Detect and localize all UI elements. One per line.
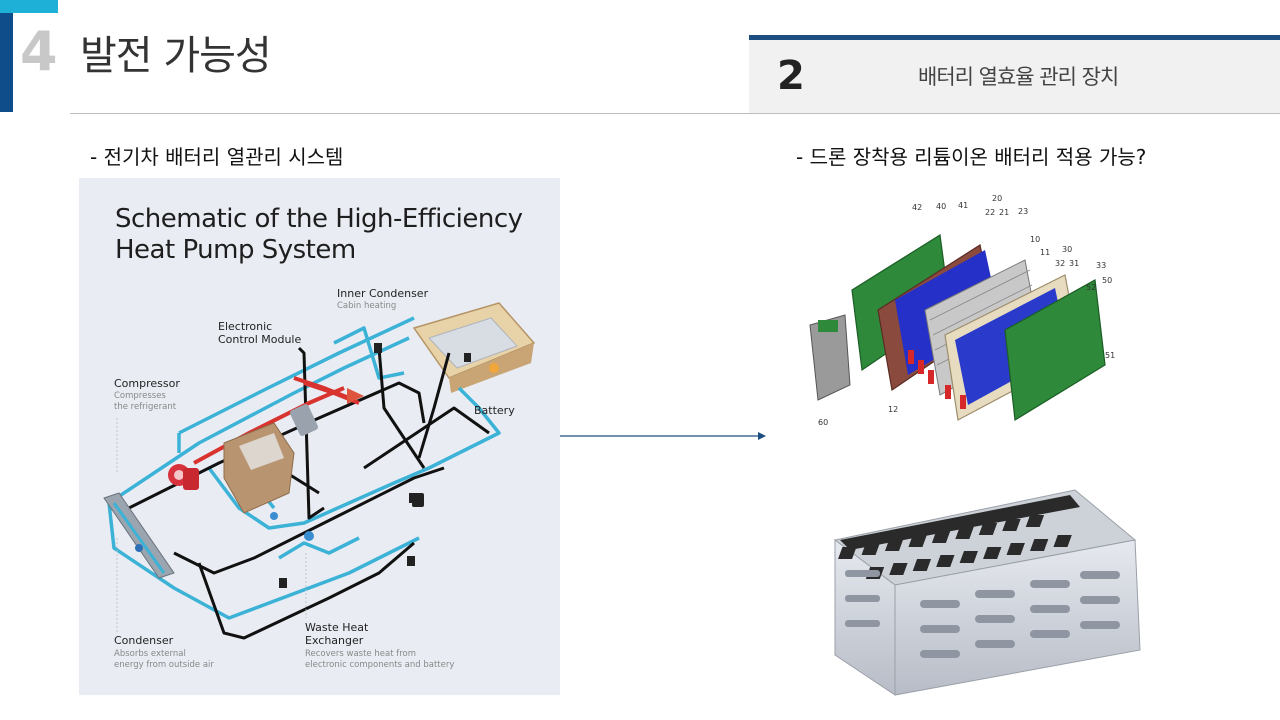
- battery-pack-shape: [412, 302, 536, 393]
- condenser-label: Condenser: [114, 634, 174, 647]
- svg-text:32: 32: [1055, 259, 1065, 268]
- section-title: 발전 가능성: [80, 33, 272, 79]
- subtopic-title: 배터리 열효율 관리 장치: [918, 65, 1119, 89]
- svg-text:20: 20: [992, 194, 1002, 203]
- section-number: 4: [20, 20, 58, 83]
- condenser-shape: [103, 492, 175, 579]
- compressor-label: Compressor: [114, 377, 180, 390]
- battery-label: Battery: [474, 404, 515, 417]
- inner-condenser-label: Inner Condenser: [337, 287, 429, 300]
- subtopic-number: 2: [777, 53, 805, 99]
- svg-text:11: 11: [1040, 248, 1050, 257]
- svg-text:33: 33: [1096, 261, 1106, 270]
- svg-text:30: 30: [1062, 245, 1072, 254]
- control-module-shape: [223, 422, 295, 514]
- svg-text:21: 21: [999, 208, 1009, 217]
- schematic-title: Schematic of the High-Efficiency Heat Pu…: [115, 204, 523, 266]
- svg-text:51: 51: [1105, 351, 1115, 360]
- svg-text:22: 22: [985, 208, 995, 217]
- waste-heat-label-line1: Waste Heat: [305, 621, 369, 634]
- inner-condenser-sublabel: Cabin heating: [337, 301, 397, 311]
- svg-text:41: 41: [958, 201, 968, 210]
- right-caption: - 드론 장착용 리튬이온 배터리 적용 가능?: [796, 145, 1147, 169]
- heat-pump-diagram: [103, 302, 536, 640]
- arrow-right-icon: [560, 432, 766, 440]
- compressor-shape: [168, 464, 199, 490]
- compressor-sublabel-2: the refrigerant: [114, 402, 177, 412]
- schematic-title-line2: Heat Pump System: [115, 235, 356, 265]
- battery-exploded-drawing: 42 40 41 20 22 21 23 10 11 30 32 31 33 5…: [809, 194, 1115, 427]
- heat-pump-schematic: Schematic of the High-Efficiency Heat Pu…: [79, 178, 560, 695]
- left-caption: - 전기차 배터리 열관리 시스템: [90, 145, 344, 169]
- condenser-sublabel-2: energy from outside air: [114, 660, 214, 670]
- waste-heat-sublabel-2: electronic components and battery: [305, 660, 455, 670]
- svg-text:31: 31: [1069, 259, 1079, 268]
- svg-text:52: 52: [1086, 283, 1096, 292]
- svg-text:12: 12: [888, 405, 898, 414]
- svg-text:42: 42: [912, 203, 922, 212]
- condenser-sublabel-1: Absorbs external: [114, 649, 186, 659]
- svg-text:40: 40: [936, 202, 946, 211]
- svg-text:23: 23: [1018, 207, 1028, 216]
- battery-module-render: [833, 489, 1141, 696]
- svg-text:60: 60: [818, 418, 828, 427]
- waste-heat-label-line2: Exchanger: [305, 634, 364, 647]
- schematic-title-line1: Schematic of the High-Efficiency: [115, 204, 523, 234]
- title-divider: [70, 113, 1280, 114]
- svg-text:50: 50: [1102, 276, 1112, 285]
- svg-text:10: 10: [1030, 235, 1040, 244]
- ecm-label-line1: Electronic: [218, 320, 273, 333]
- compressor-sublabel-1: Compresses: [114, 391, 166, 401]
- accent-bar-left: [0, 13, 13, 112]
- accent-bar-top: [0, 0, 58, 13]
- ecm-label-line2: Control Module: [218, 333, 302, 346]
- waste-heat-sublabel-1: Recovers waste heat from: [305, 649, 417, 659]
- subtopic-box: [749, 35, 1280, 113]
